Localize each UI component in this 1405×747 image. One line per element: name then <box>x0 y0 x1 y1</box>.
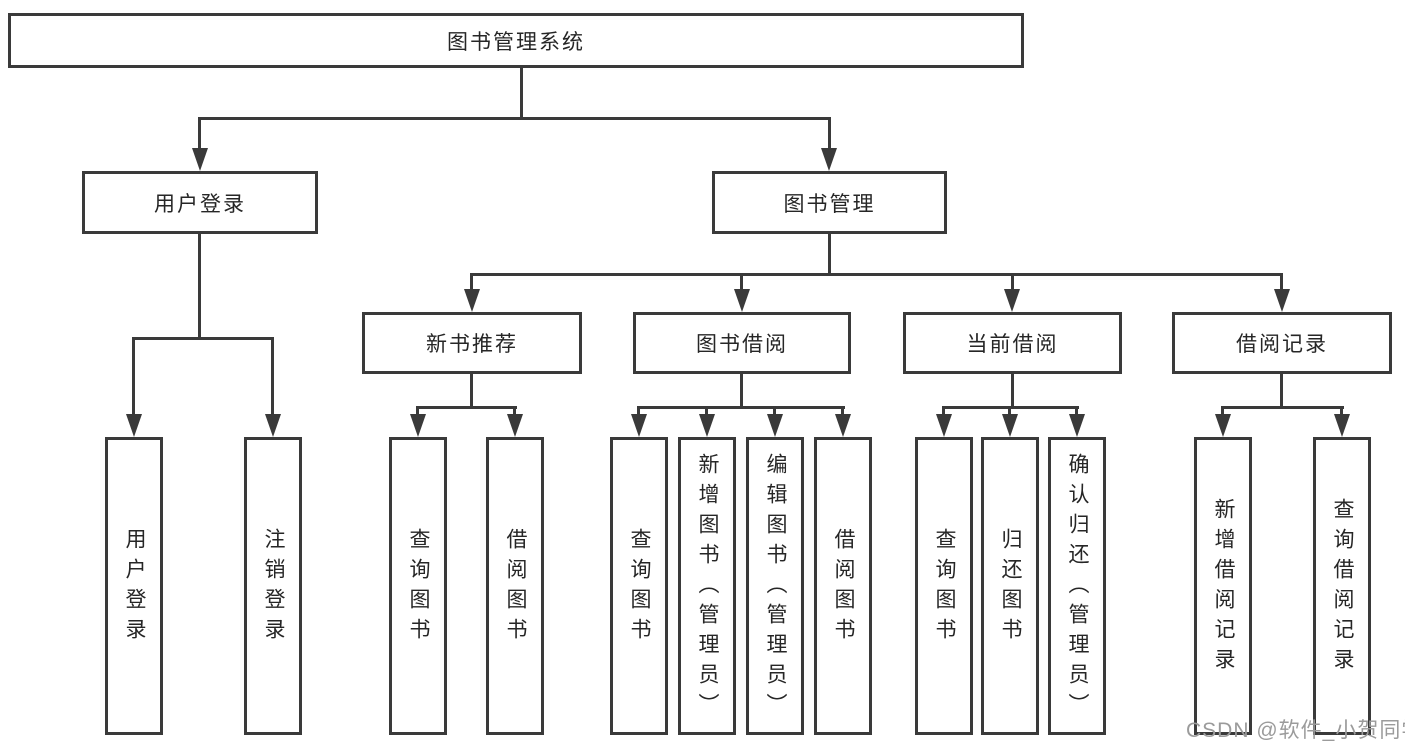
connector-line <box>773 406 776 415</box>
leaf-user-login: 用户登录 <box>105 437 163 735</box>
connector-line <box>828 117 831 148</box>
connector-line <box>271 337 274 414</box>
leaf-confirm-return-admin: 确认归还（管理员） <box>1048 437 1106 735</box>
node-book-management: 图书管理 <box>712 171 947 234</box>
arrow-down-icon <box>1334 414 1350 437</box>
connector-line <box>1008 406 1011 415</box>
connector-line <box>1221 406 1224 415</box>
arrow-down-icon <box>699 414 715 437</box>
arrow-down-icon <box>464 289 480 312</box>
leaf-search-books-current: 查询图书 <box>915 437 973 735</box>
leaf-search-books-borrowing: 查询图书 <box>610 437 668 735</box>
connector-line <box>841 406 844 415</box>
leaf-logout: 注销登录 <box>244 437 302 735</box>
connector-line <box>1075 406 1078 415</box>
connector-line <box>416 406 517 409</box>
connector-line <box>520 68 523 118</box>
connector-line <box>470 374 473 406</box>
leaf-edit-book-admin: 编辑图书（管理员） <box>746 437 804 735</box>
arrow-down-icon <box>734 289 750 312</box>
connector-line <box>198 234 201 337</box>
leaf-return-books: 归还图书 <box>981 437 1039 735</box>
connector-line <box>828 234 831 276</box>
node-borrowing-records: 借阅记录 <box>1172 312 1392 374</box>
arrow-down-icon <box>1004 289 1020 312</box>
node-book-borrowing: 图书借阅 <box>633 312 851 374</box>
connector-line <box>470 273 1283 276</box>
arrow-down-icon <box>631 414 647 437</box>
watermark-text: CSDN @软件_小贺同学 <box>1186 719 1405 742</box>
connector-line <box>942 406 945 415</box>
connector-line <box>637 406 640 415</box>
arrow-down-icon <box>835 414 851 437</box>
connector-line <box>740 374 743 406</box>
connector-line <box>470 273 473 290</box>
arrow-down-icon <box>507 414 523 437</box>
connector-line <box>132 337 135 414</box>
connector-line <box>1011 273 1014 290</box>
arrow-down-icon <box>1274 289 1290 312</box>
leaf-borrow-books-recommend: 借阅图书 <box>486 437 544 735</box>
connector-line <box>637 406 845 409</box>
connector-line <box>1221 406 1344 409</box>
connector-line <box>198 117 831 120</box>
connector-line <box>1011 374 1014 406</box>
connector-line <box>705 406 708 415</box>
leaf-add-borrow-record: 新增借阅记录 <box>1194 437 1252 735</box>
node-library-management-system: 图书管理系统 <box>8 13 1024 68</box>
connector-line <box>740 273 743 290</box>
arrow-down-icon <box>126 414 142 437</box>
arrow-down-icon <box>410 414 426 437</box>
leaf-search-books-recommend: 查询图书 <box>389 437 447 735</box>
arrow-down-icon <box>265 414 281 437</box>
leaf-add-book-admin: 新增图书（管理员） <box>678 437 736 735</box>
connector-line <box>1340 406 1343 415</box>
connector-line <box>1280 374 1283 406</box>
connector-line <box>198 117 201 148</box>
leaf-search-borrow-record: 查询借阅记录 <box>1313 437 1371 735</box>
leaf-borrow-books: 借阅图书 <box>814 437 872 735</box>
arrow-down-icon <box>192 148 208 171</box>
connector-line <box>1280 273 1283 290</box>
node-new-book-recommendation: 新书推荐 <box>362 312 582 374</box>
connector-line <box>416 406 419 415</box>
node-user-login: 用户登录 <box>82 171 318 234</box>
arrow-down-icon <box>1215 414 1231 437</box>
node-current-borrowing: 当前借阅 <box>903 312 1122 374</box>
arrow-down-icon <box>936 414 952 437</box>
arrow-down-icon <box>1002 414 1018 437</box>
arrow-down-icon <box>1069 414 1085 437</box>
arrow-down-icon <box>821 148 837 171</box>
connector-line <box>513 406 516 415</box>
connector-line <box>132 337 274 340</box>
arrow-down-icon <box>767 414 783 437</box>
